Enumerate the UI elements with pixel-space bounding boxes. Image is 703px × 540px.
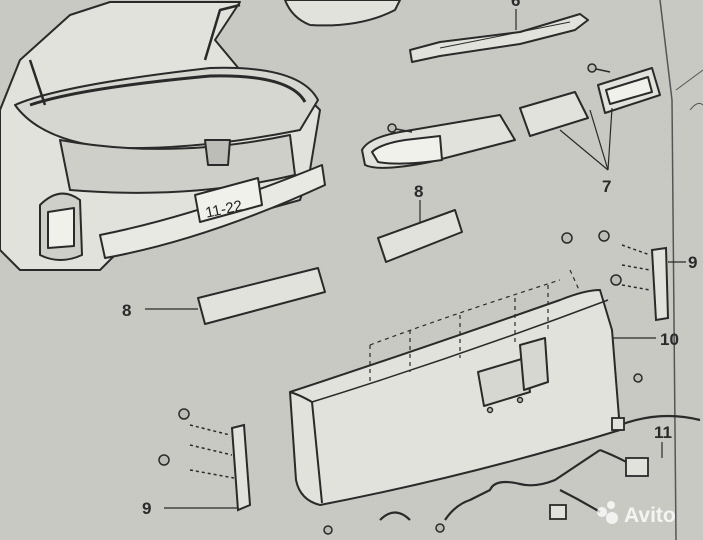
car-rear-body xyxy=(0,1,326,271)
part-11-connectors xyxy=(549,417,649,520)
callout-6: 6 xyxy=(511,0,520,10)
part-10-clips xyxy=(323,232,643,535)
callout-9-upper: 9 xyxy=(688,253,697,272)
part-8-upper-reflector[interactable] xyxy=(377,209,463,263)
callout-9-lower: 9 xyxy=(142,499,151,518)
part-6-garnish[interactable] xyxy=(409,13,589,63)
watermark-text: Avito xyxy=(624,504,676,527)
callout-11: 11 xyxy=(654,423,672,442)
part-10-dashed-guides xyxy=(369,269,581,385)
part-7-screws xyxy=(387,63,611,133)
part-9-upper-fasteners xyxy=(598,230,651,291)
part-9-lower-bracket[interactable] xyxy=(230,423,252,512)
part-8-lower-reflector[interactable] xyxy=(197,267,326,325)
center-top-part xyxy=(283,0,402,27)
leader-7 xyxy=(559,107,613,171)
part-9-upper-bracket[interactable] xyxy=(650,246,670,322)
page-edge xyxy=(659,0,703,540)
callout-10: 10 xyxy=(660,330,679,349)
callout-8-upper: 8 xyxy=(414,182,423,201)
callout-8-lower: 8 xyxy=(122,301,131,320)
part-10-bumper-cover[interactable] xyxy=(289,289,621,506)
avito-watermark: Avito xyxy=(597,501,676,527)
part-9-lower-fasteners xyxy=(158,408,235,479)
part-7-lamps[interactable] xyxy=(361,67,661,169)
callout-7: 7 xyxy=(602,177,611,196)
